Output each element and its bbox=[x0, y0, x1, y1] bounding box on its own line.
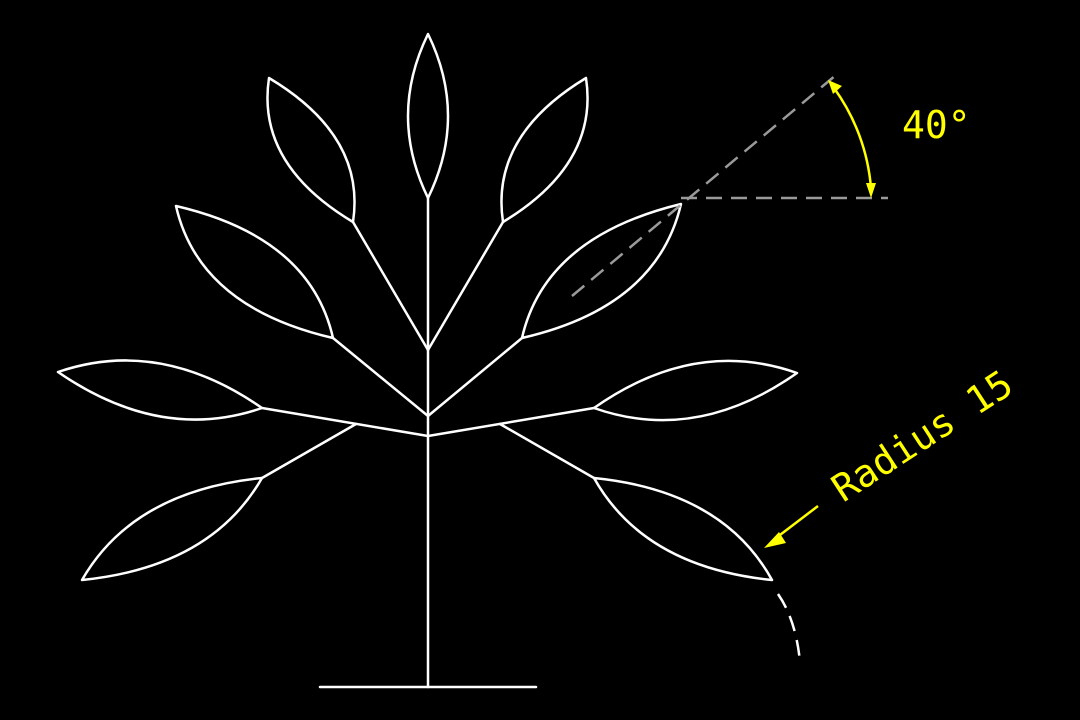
angle-arrowhead-top bbox=[828, 80, 842, 94]
branches bbox=[260, 220, 596, 480]
radius-label: Radius 15 bbox=[824, 362, 1021, 511]
trunk-group bbox=[318, 196, 538, 689]
branch-middle-left bbox=[331, 336, 430, 418]
leaf-middle-right bbox=[520, 202, 683, 340]
leaf-bottom-right bbox=[592, 476, 774, 582]
angle-reference-diagonal bbox=[571, 74, 837, 297]
branch-lower-right bbox=[426, 406, 596, 438]
branch-upper-right bbox=[426, 220, 505, 352]
leaf-top bbox=[406, 32, 450, 200]
radius-leader-line bbox=[775, 505, 819, 539]
branch-bottom-right bbox=[498, 422, 596, 480]
radius-arc-continuation bbox=[776, 593, 802, 663]
leaf-upper-right bbox=[500, 76, 589, 224]
angle-label: 40° bbox=[902, 103, 971, 147]
leaf-lower-right bbox=[592, 359, 799, 422]
angle-arrowhead-bottom bbox=[866, 183, 876, 198]
leaves bbox=[56, 32, 799, 582]
radius-arrowhead bbox=[764, 532, 786, 548]
leaf-upper-left bbox=[266, 76, 356, 224]
radius-callout: Radius 15 bbox=[764, 362, 1021, 663]
branch-bottom-left bbox=[260, 422, 358, 480]
leaf-middle-left bbox=[174, 204, 335, 340]
branch-upper-left bbox=[351, 220, 430, 352]
branch-lower-left bbox=[260, 406, 430, 438]
angle-dimension: 40° bbox=[571, 74, 971, 297]
angle-arc bbox=[832, 87, 873, 189]
leaf-lower-left bbox=[56, 359, 264, 421]
leaf-bottom-left bbox=[80, 476, 264, 582]
branch-middle-right bbox=[426, 336, 524, 418]
